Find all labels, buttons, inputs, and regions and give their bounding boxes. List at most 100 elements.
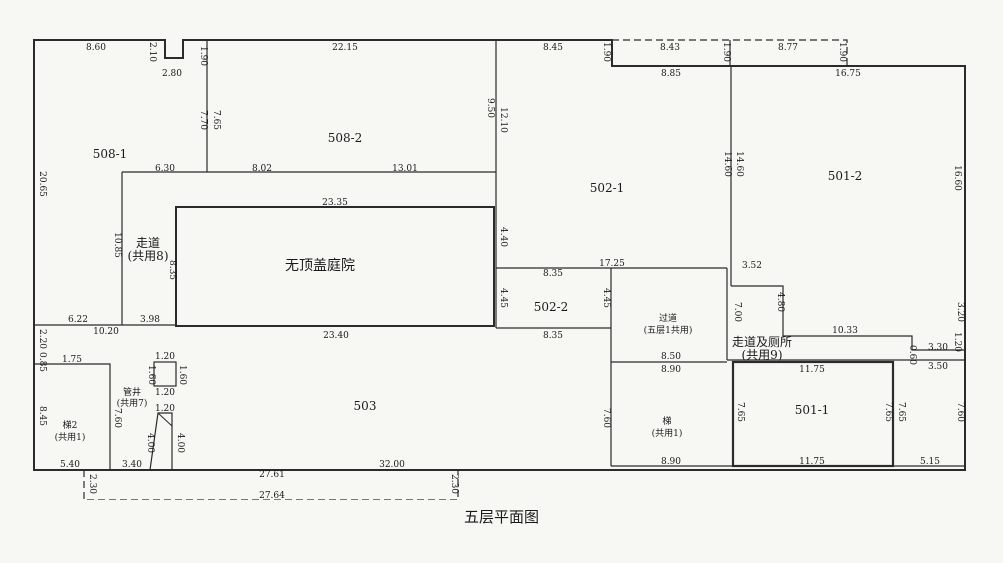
room-501-1-outline <box>731 360 895 468</box>
label-stair-2-shared: (共用1) <box>55 432 86 443</box>
dimension-label: 8.35 <box>167 260 177 280</box>
dimension-label: 16.60 <box>952 165 962 191</box>
dimension-label: 8.90 <box>661 457 681 467</box>
courtyard-outline <box>175 206 495 327</box>
dimension-label: 6.22 <box>68 315 88 325</box>
dimension-label: 7.60 <box>955 402 965 422</box>
dimension-label: 23.35 <box>322 198 348 208</box>
dimension-label: 7.65 <box>211 110 221 130</box>
dimension-label: 17.25 <box>599 259 625 269</box>
dimension-label: 1.20 <box>155 404 175 414</box>
dimension-label: 8.35 <box>543 269 563 279</box>
dimension-label: 9.50 <box>485 98 495 118</box>
label-shaft: 管井 <box>123 386 141 398</box>
stair-slant <box>149 412 173 471</box>
room-label-courtyard: 无顶盖庭院 <box>285 257 355 274</box>
dimension-label: 16.75 <box>835 69 861 79</box>
dimension-label: 8.77 <box>778 43 798 53</box>
wall-line <box>34 363 111 470</box>
dimension-label: 7.00 <box>732 302 742 322</box>
dimension-label: 4.80 <box>775 292 785 312</box>
label-passage: 过道 <box>659 312 677 324</box>
floor-plan-drawing: 508-1 508-2 502-1 501-2 502-2 503 501-1 … <box>33 39 966 500</box>
dimension-label: 10.20 <box>93 327 119 337</box>
room-label-502-1: 502-1 <box>590 181 625 195</box>
dimension-label: 5.15 <box>920 457 940 467</box>
dimension-label: 2.20 <box>37 329 47 349</box>
label-corridor-toilet: 走道及厕所 <box>732 335 792 349</box>
dimension-label: 7.65 <box>896 402 906 422</box>
dimension-label: 3.30 <box>928 343 948 353</box>
room-labels: 508-1 508-2 502-1 501-2 502-2 503 501-1 … <box>55 131 863 443</box>
dimension-label: 11.75 <box>799 365 825 375</box>
dimension-label: 2.30 <box>449 474 459 494</box>
label-shaft-shared: (共用7) <box>117 398 148 409</box>
label-stair-2: 梯2 <box>63 419 78 431</box>
dimension-label: 10.85 <box>112 232 122 258</box>
dimension-label: 4.45 <box>498 288 508 308</box>
room-label-501-2: 501-2 <box>828 169 863 183</box>
room-label-502-2: 502-2 <box>534 300 569 314</box>
dimension-label: 1.90 <box>721 42 731 62</box>
dashed-bottom-extension <box>83 470 459 500</box>
dimension-label: 4.00 <box>175 433 185 453</box>
label-corridor-8-shared: (共用8) <box>128 249 169 263</box>
dimension-label: 4.45 <box>601 288 611 308</box>
dimension-label: 7.60 <box>601 408 611 428</box>
dimension-label: 14.60 <box>722 151 732 177</box>
dimension-label: 1.60 <box>177 365 187 385</box>
dashed-balcony-top <box>612 39 848 58</box>
dimension-label: 3.52 <box>742 261 762 271</box>
dimension-label: 1.90 <box>837 42 847 62</box>
label-corridor-toilet-shared: (共用9) <box>742 348 783 362</box>
dimension-label: 1.20 <box>155 352 175 362</box>
wall-line <box>731 285 965 351</box>
dimension-label: 0.60 <box>907 345 917 365</box>
dimension-label: 7.65 <box>735 402 745 422</box>
room-label-508-1: 508-1 <box>93 147 128 161</box>
plan-title: 五层平面图 <box>463 508 539 526</box>
shaft-box <box>153 361 177 387</box>
dimension-label: 14.60 <box>734 151 744 177</box>
dimension-label: 8.90 <box>661 365 681 375</box>
dimension-label: 7.65 <box>883 402 893 422</box>
dimension-label: 12.10 <box>498 107 508 133</box>
dimension-label: 3.40 <box>122 460 142 470</box>
dimension-label: 3.50 <box>928 362 948 372</box>
dimension-label: 2.80 <box>162 69 182 79</box>
dimension-label: 10.33 <box>832 326 858 336</box>
dimension-label: 8.45 <box>37 406 47 426</box>
dimension-label: 3.20 <box>955 302 965 322</box>
dimension-label: 4.00 <box>145 433 155 453</box>
dimension-label: 1.20 <box>155 388 175 398</box>
dimension-label: 23.40 <box>323 331 349 341</box>
dimension-label: 3.98 <box>140 315 160 325</box>
dimension-label: 27.64 <box>259 491 285 500</box>
dimension-label: 8.35 <box>543 331 563 341</box>
dimension-label: 27.61 <box>259 470 285 480</box>
label-stair: 梯 <box>662 415 671 427</box>
dimension-label: 22.15 <box>332 43 358 53</box>
room-label-503: 503 <box>354 399 377 413</box>
dimension-label: 2.10 <box>147 42 157 62</box>
interior-walls <box>34 40 965 470</box>
dimension-label: 32.00 <box>379 460 405 470</box>
dimension-label: 2.30 <box>87 474 97 494</box>
dimension-label: 8.02 <box>252 164 272 174</box>
dimension-label: 1.60 <box>146 365 156 385</box>
dimension-label: 6.30 <box>155 164 175 174</box>
dimension-label: 1.75 <box>62 355 82 365</box>
dimension-label: 8.60 <box>86 43 106 53</box>
dimension-label: 8.43 <box>660 43 680 53</box>
label-corridor-8: 走道 <box>136 236 160 250</box>
dimension-labels: 8.60 2.80 22.15 8.45 8.43 8.77 8.85 16.7… <box>37 42 965 500</box>
wall-line <box>157 412 173 427</box>
dimension-label: 20.65 <box>37 171 47 197</box>
dimension-label: 1.20 <box>952 332 962 352</box>
dimension-label: 13.01 <box>392 164 418 174</box>
room-label-501-1: 501-1 <box>795 403 830 417</box>
dimension-label: 7.60 <box>112 408 122 428</box>
dimension-label: 8.85 <box>661 69 681 79</box>
dimension-label: 1.90 <box>198 46 208 66</box>
